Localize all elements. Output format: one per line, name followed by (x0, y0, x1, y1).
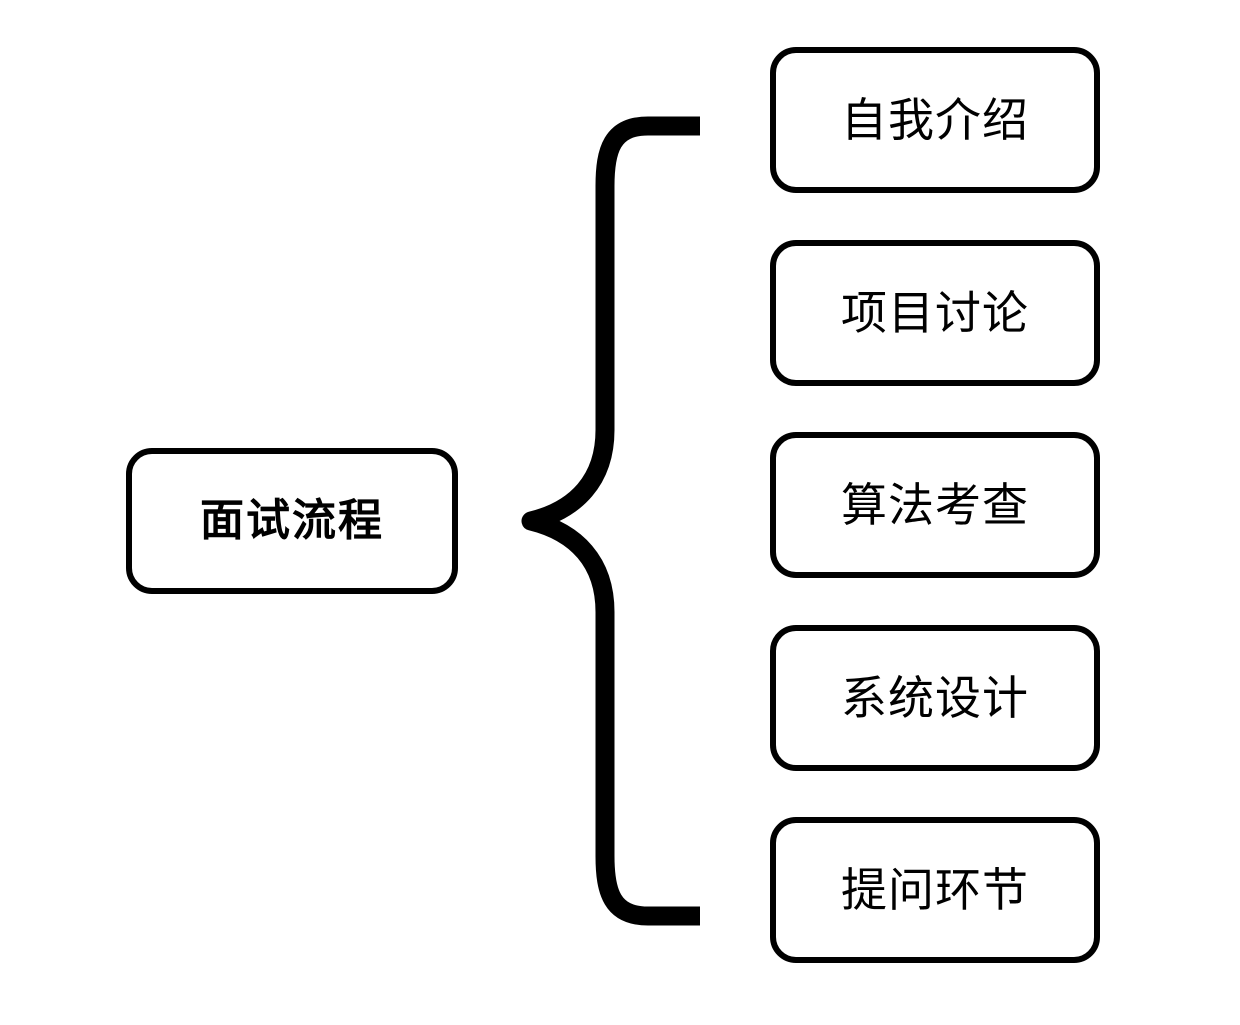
child-node-label: 算法考查 (841, 479, 1029, 531)
child-node-label: 自我介绍 (841, 94, 1029, 146)
child-node-label: 提问环节 (841, 864, 1029, 916)
child-node-questions-session[interactable]: 提问环节 (770, 817, 1100, 963)
root-node-label: 面试流程 (200, 496, 384, 545)
child-node-algorithm-assessment[interactable]: 算法考查 (770, 432, 1100, 578)
child-node-project-discussion[interactable]: 项目讨论 (770, 240, 1100, 386)
curly-brace-icon (521, 116, 700, 926)
child-node-label: 项目讨论 (841, 287, 1029, 339)
root-node-interview-process[interactable]: 面试流程 (126, 448, 458, 594)
child-node-label: 系统设计 (841, 672, 1029, 724)
child-node-system-design[interactable]: 系统设计 (770, 625, 1100, 771)
child-node-self-introduction[interactable]: 自我介绍 (770, 47, 1100, 193)
